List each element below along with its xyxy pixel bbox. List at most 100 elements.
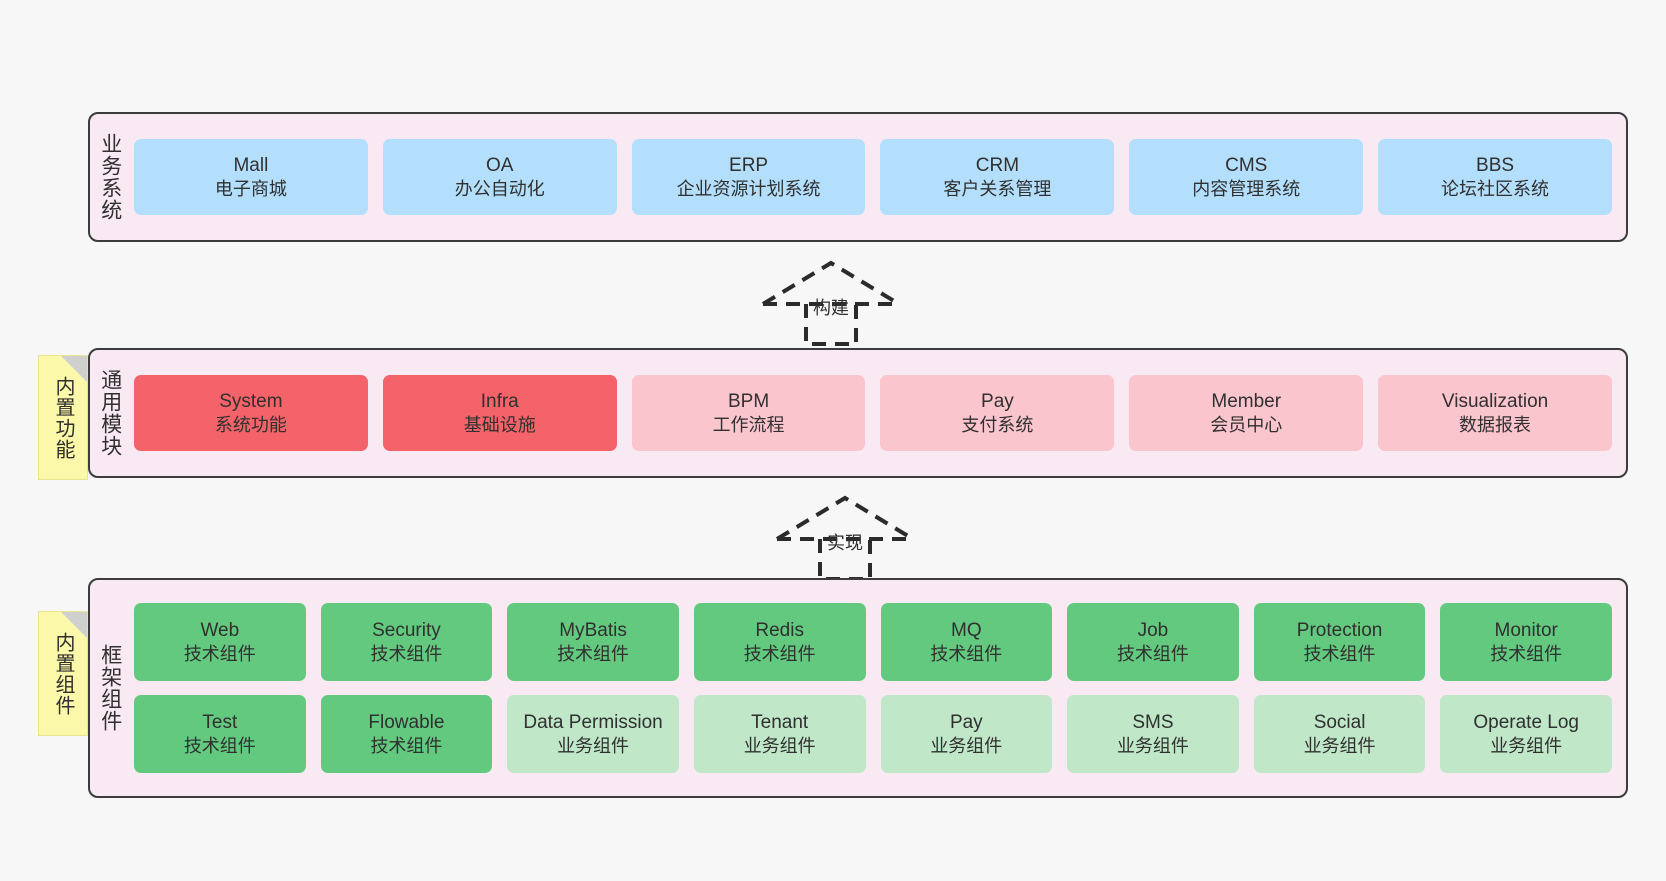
card-redis-en: Redis <box>755 620 804 642</box>
card-job-cn: 技术组件 <box>1116 643 1189 664</box>
card-tenant-cn: 业务组件 <box>743 735 816 756</box>
card-pay-component-en: Pay <box>949 712 983 734</box>
card-bbs-cn: 论坛社区系统 <box>1441 178 1550 199</box>
card-tenant[interactable]: Tenant 业务组件 <box>693 695 866 773</box>
card-operate-log[interactable]: Operate Log 业务组件 <box>1440 695 1612 773</box>
card-oa-cn: 办公自动化 <box>454 178 545 199</box>
card-mq[interactable]: MQ 技术组件 <box>880 603 1053 681</box>
card-pay-module-en: Pay <box>981 391 1014 413</box>
card-monitor-cn: 技术组件 <box>1490 643 1563 664</box>
card-test-en: Test <box>202 712 238 734</box>
card-protection-cn: 技术组件 <box>1303 643 1376 664</box>
card-bbs[interactable]: BBS 论坛社区系统 <box>1378 139 1612 215</box>
card-erp[interactable]: ERP 企业资源计划系统 <box>631 139 866 215</box>
builtin-component-note[interactable]: 内置组件 <box>38 611 88 736</box>
card-cms[interactable]: CMS 内容管理系统 <box>1129 139 1364 215</box>
card-mall-cn: 电子商城 <box>214 178 287 199</box>
implement-arrow-glyph <box>775 495 915 581</box>
card-system[interactable]: System 系统功能 <box>134 375 368 451</box>
card-tenant-en: Tenant <box>751 712 809 734</box>
card-pay-module[interactable]: Pay 支付系统 <box>880 375 1115 451</box>
card-infra-en: Infra <box>480 391 519 413</box>
card-member-en: Member <box>1211 391 1282 413</box>
build-arrow: 构建 <box>758 258 904 346</box>
card-erp-cn: 企业资源计划系统 <box>676 178 821 199</box>
card-mybatis[interactable]: MyBatis 技术组件 <box>507 603 679 681</box>
note-fold-icon <box>61 612 87 638</box>
card-operate-log-en: Operate Log <box>1473 712 1579 734</box>
card-data-permission[interactable]: Data Permission 业务组件 <box>507 695 679 773</box>
card-mybatis-en: MyBatis <box>559 620 627 642</box>
layer-business-system-body: Mall 电子商城 OA 办公自动化 ERP 企业资源计划系统 CRM 客户关系… <box>130 114 1626 240</box>
card-crm[interactable]: CRM 客户关系管理 <box>880 139 1115 215</box>
card-test-cn: 技术组件 <box>183 735 256 756</box>
card-bpm-en: BPM <box>727 391 770 413</box>
card-sms-cn: 业务组件 <box>1116 735 1189 756</box>
card-mall-en: Mall <box>233 155 269 177</box>
card-test[interactable]: Test 技术组件 <box>134 695 306 773</box>
card-pay-component[interactable]: Pay 业务组件 <box>880 695 1053 773</box>
layer-common-module[interactable]: 通用模块 System 系统功能 Infra 基础设施 BPM 工作流程 Pay <box>88 348 1628 478</box>
card-social-cn: 业务组件 <box>1303 735 1376 756</box>
layer-framework-component[interactable]: 框架组件 Web 技术组件 Security 技术组件 MyBatis 技术组件… <box>88 578 1628 798</box>
card-sms-en: SMS <box>1132 712 1174 734</box>
card-data-permission-cn: 业务组件 <box>557 735 630 756</box>
card-job[interactable]: Job 技术组件 <box>1067 603 1239 681</box>
card-monitor[interactable]: Monitor 技术组件 <box>1440 603 1612 681</box>
layer-common-module-title: 通用模块 <box>98 369 122 457</box>
card-web[interactable]: Web 技术组件 <box>134 603 306 681</box>
builtin-feature-note-text: 内置功能 <box>52 375 74 460</box>
card-infra[interactable]: Infra 基础设施 <box>382 375 617 451</box>
card-mybatis-cn: 技术组件 <box>557 643 630 664</box>
card-social[interactable]: Social 业务组件 <box>1253 695 1426 773</box>
card-mall[interactable]: Mall 电子商城 <box>134 139 368 215</box>
card-social-en: Social <box>1313 712 1366 734</box>
layer-business-system-title: 业务系统 <box>98 133 122 221</box>
card-member[interactable]: Member 会员中心 <box>1129 375 1364 451</box>
layer-common-module-body: System 系统功能 Infra 基础设施 BPM 工作流程 Pay 支付系统… <box>130 350 1626 476</box>
layer-business-system[interactable]: 业务系统 Mall 电子商城 OA 办公自动化 ERP 企业资源计划系统 CRM <box>88 112 1628 242</box>
card-redis-cn: 技术组件 <box>743 643 816 664</box>
implement-arrow-label: 实现 <box>827 533 863 553</box>
card-system-en: System <box>219 391 283 413</box>
card-flowable-cn: 技术组件 <box>370 735 443 756</box>
builtin-feature-note[interactable]: 内置功能 <box>38 355 88 480</box>
card-member-cn: 会员中心 <box>1210 414 1283 435</box>
card-security[interactable]: Security 技术组件 <box>320 603 493 681</box>
card-flowable-en: Flowable <box>368 712 445 734</box>
note-fold-icon <box>61 356 87 382</box>
layer-framework-component-body: Web 技术组件 Security 技术组件 MyBatis 技术组件 Redi… <box>130 580 1626 796</box>
card-security-cn: 技术组件 <box>370 643 443 664</box>
card-crm-en: CRM <box>975 155 1020 177</box>
card-pay-module-cn: 支付系统 <box>961 414 1034 435</box>
card-bbs-en: BBS <box>1476 155 1515 177</box>
card-job-en: Job <box>1137 620 1169 642</box>
card-mq-cn: 技术组件 <box>930 643 1003 664</box>
card-protection-en: Protection <box>1296 620 1383 642</box>
card-redis[interactable]: Redis 技术组件 <box>693 603 866 681</box>
card-cms-en: CMS <box>1225 155 1268 177</box>
card-pay-component-cn: 业务组件 <box>930 735 1003 756</box>
card-visualization[interactable]: Visualization 数据报表 <box>1378 375 1612 451</box>
card-protection[interactable]: Protection 技术组件 <box>1253 603 1426 681</box>
card-web-en: Web <box>200 620 240 642</box>
card-bpm[interactable]: BPM 工作流程 <box>631 375 866 451</box>
card-oa-en: OA <box>486 155 514 177</box>
card-visualization-cn: 数据报表 <box>1459 414 1532 435</box>
card-monitor-en: Monitor <box>1494 620 1558 642</box>
build-arrow-glyph <box>761 260 901 346</box>
card-flowable[interactable]: Flowable 技术组件 <box>320 695 493 773</box>
card-oa[interactable]: OA 办公自动化 <box>382 139 617 215</box>
card-system-cn: 系统功能 <box>214 414 287 435</box>
card-sms[interactable]: SMS 业务组件 <box>1067 695 1239 773</box>
card-cms-cn: 内容管理系统 <box>1192 178 1301 199</box>
card-erp-en: ERP <box>729 155 769 177</box>
build-arrow-label: 构建 <box>813 298 849 318</box>
card-operate-log-cn: 业务组件 <box>1490 735 1563 756</box>
implement-arrow: 实现 <box>772 493 918 581</box>
card-crm-cn: 客户关系管理 <box>943 178 1052 199</box>
card-infra-cn: 基础设施 <box>463 414 536 435</box>
card-web-cn: 技术组件 <box>183 643 256 664</box>
framework-business-row: Test 技术组件 Flowable 技术组件 Data Permission … <box>134 695 1612 773</box>
